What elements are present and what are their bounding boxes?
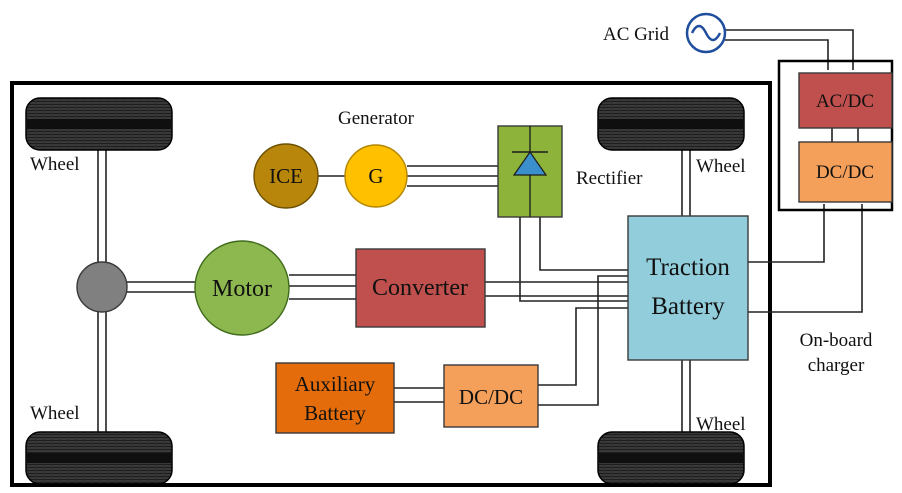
dcdc-aux-label: DC/DC bbox=[459, 385, 523, 409]
differential-hub bbox=[76, 261, 128, 313]
auxiliary-battery-label-line2: Battery bbox=[304, 401, 366, 425]
wheel-top-left-label: Wheel bbox=[30, 154, 80, 175]
generator-caption: Generator bbox=[338, 108, 415, 129]
diode-icon bbox=[512, 126, 548, 217]
wheel-bottom-left bbox=[25, 431, 173, 485]
vehicle-frame bbox=[10, 81, 772, 487]
ac-source-icon bbox=[685, 12, 727, 54]
onboard-charger-label-line1: On-board bbox=[800, 330, 873, 351]
wheel-top-right-label: Wheel bbox=[696, 156, 746, 177]
wheel-top-left bbox=[25, 97, 173, 151]
acdc-block bbox=[798, 72, 893, 129]
wheel-bottom-right-label: Wheel bbox=[696, 414, 746, 435]
wheel-bottom-right bbox=[597, 431, 745, 485]
converter-block bbox=[355, 248, 486, 328]
generator bbox=[344, 144, 408, 208]
traction-battery-block bbox=[627, 215, 749, 361]
acdc-label: AC/DC bbox=[816, 91, 874, 112]
traction-battery-label-line1: Traction bbox=[646, 254, 730, 281]
motor-label: Motor bbox=[212, 276, 272, 302]
wiring bbox=[97, 29, 863, 440]
wheel-bottom-left-label: Wheel bbox=[30, 403, 80, 424]
onboard-charger-label-line2: charger bbox=[808, 355, 865, 376]
generator-g-label: G bbox=[368, 164, 383, 188]
dcdc-charger-label: DC/DC bbox=[816, 162, 874, 183]
rectifier-label: Rectifier bbox=[576, 168, 643, 189]
wheel-top-right bbox=[597, 97, 745, 151]
motor bbox=[194, 240, 290, 336]
dcdc-aux-block bbox=[443, 364, 539, 428]
auxiliary-battery-block bbox=[275, 362, 395, 434]
traction-battery-label-line2: Battery bbox=[651, 293, 725, 320]
auxiliary-battery-label-line1: Auxiliary bbox=[295, 372, 376, 396]
converter-label: Converter bbox=[372, 275, 468, 301]
ice-label: ICE bbox=[269, 164, 303, 188]
dcdc-charger-block bbox=[798, 141, 893, 203]
onboard-charger-box bbox=[777, 59, 894, 212]
ice-engine bbox=[253, 143, 319, 209]
ac-grid-label: AC Grid bbox=[603, 24, 669, 45]
